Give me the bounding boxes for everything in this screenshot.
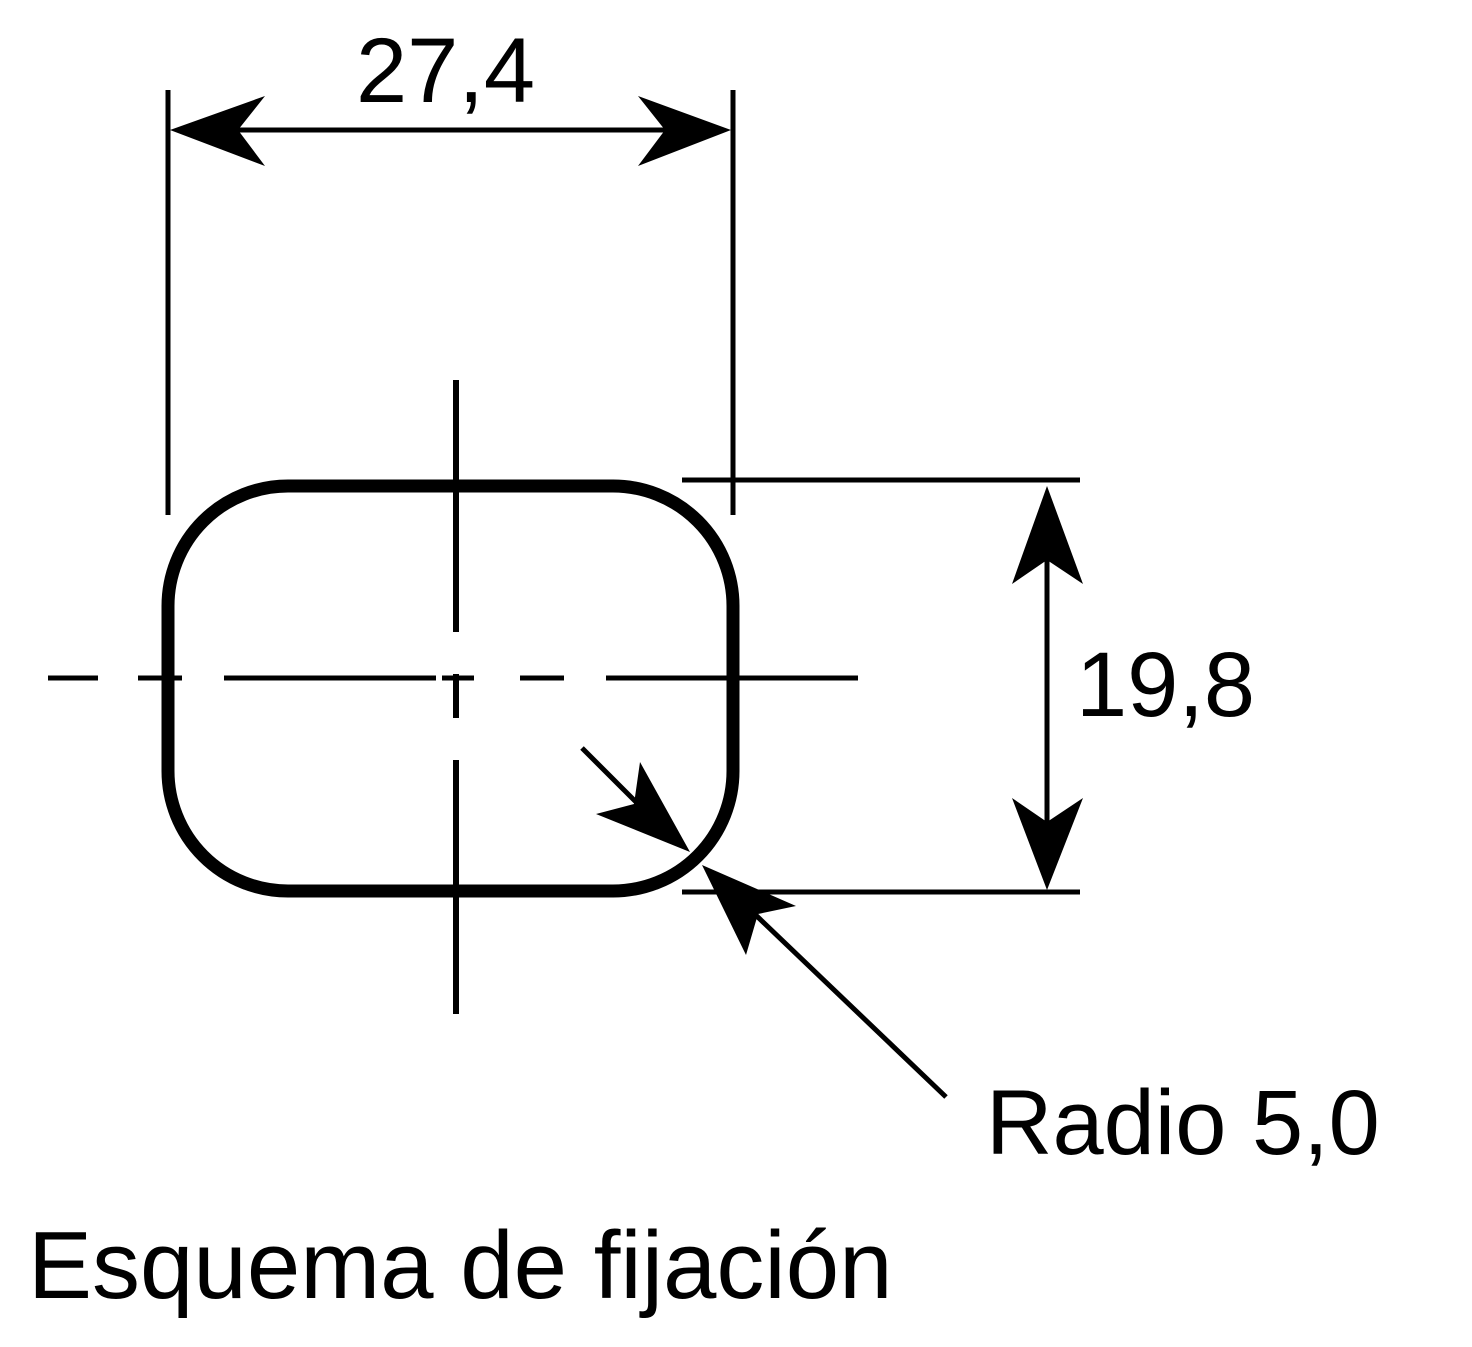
height-dimension-arrow xyxy=(1012,486,1083,890)
radius-leader xyxy=(580,746,948,1099)
arrowhead-radius-outer-icon xyxy=(702,865,796,955)
arrowhead-radius-inner-icon xyxy=(596,762,690,852)
width-extension-lines xyxy=(165,90,736,515)
arrowhead-right-icon xyxy=(638,96,731,166)
height-dimension-label: 19,8 xyxy=(1076,634,1255,736)
width-dimension-arrow xyxy=(170,96,731,166)
radius-label: Radio 5,0 xyxy=(986,1072,1380,1174)
height-extension-lines xyxy=(682,477,1080,895)
cutout-outline xyxy=(161,479,740,898)
diagram-caption: Esquema de fijación xyxy=(28,1212,893,1319)
arrowhead-up-icon xyxy=(1012,486,1083,584)
width-dimension-label: 27,4 xyxy=(356,20,535,122)
arrowhead-down-icon xyxy=(1012,798,1083,890)
arrowhead-left-icon xyxy=(170,96,265,166)
